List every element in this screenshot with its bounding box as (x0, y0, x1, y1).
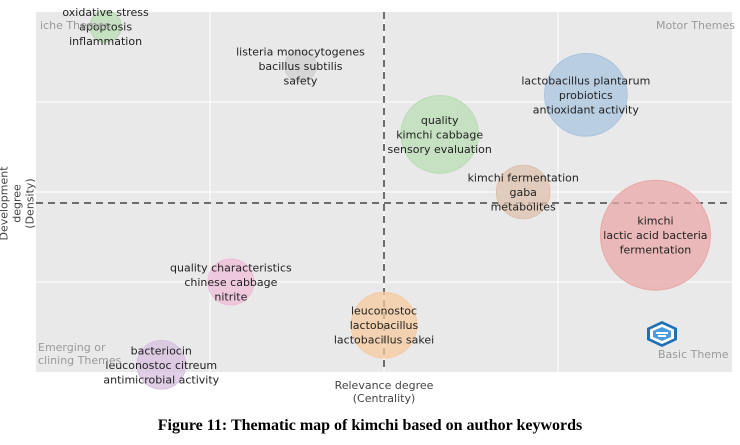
bubble-label: inflammation (69, 35, 142, 48)
bubble-label: listeria monocytogenes (236, 46, 365, 59)
bubble-label: antimicrobial activity (103, 373, 219, 386)
bubble-label: oxidative stress (62, 6, 149, 19)
bubble-cluster (136, 339, 187, 390)
bubble-label: quality (421, 114, 459, 127)
bubble-label: quality characteristics (170, 262, 292, 275)
x-axis-title-line-2: (Centrality) (352, 392, 416, 405)
bubble-label: kimchi fermentation (468, 172, 579, 185)
y-axis-title-line-1: Development degree (0, 166, 24, 241)
quadrant-label-emerging: Emerging or clining Themes (38, 341, 121, 367)
bubble-cluster (495, 164, 551, 220)
bubble-label: lactobacillus (350, 319, 419, 332)
bubble-cluster (544, 52, 628, 137)
bubbles-layer (89, 10, 711, 390)
bubble-label: lactobacillus sakei (334, 334, 434, 347)
x-axis-title: Relevance degree (Centrality) (294, 379, 474, 405)
bubble-label: sensory evaluation (388, 143, 492, 156)
bubble-label: safety (284, 75, 318, 88)
quadrant-label-niche: iche Themes (40, 19, 111, 32)
bubble-label: probiotics (559, 89, 613, 102)
quadrant-label-emerging-line-2: clining Themes (38, 354, 122, 367)
bubble-label: bacteriocin (131, 344, 192, 357)
bubble-cluster (350, 291, 418, 359)
bubble-label: kimchi (637, 215, 673, 228)
y-axis-title: Development degree (Density) (0, 149, 37, 259)
quadrant-label-basic: Basic Theme (658, 348, 729, 361)
bubble-label: lactobacillus plantarum (521, 74, 650, 87)
bubble-cluster (400, 95, 480, 174)
bubble-label: antioxidant activity (533, 103, 640, 116)
bubble-label: leuconostoc citreum (105, 359, 217, 372)
bubble-label: chinese cabbage (184, 276, 277, 289)
figure-caption: Figure 11: Thematic map of kimchi based … (157, 417, 583, 434)
bubble-label: leuconostoc (351, 305, 417, 318)
x-axis-title-line-1: Relevance degree (334, 379, 434, 392)
bubble-label: kimchi cabbage (396, 128, 483, 141)
bubble-label: apoptosis (79, 20, 132, 33)
bubble-label: fermentation (620, 244, 692, 257)
bubble-label: bacillus subtilis (258, 60, 342, 73)
bibliometrix-logo-icon (647, 321, 677, 347)
bubble-cluster (207, 258, 255, 306)
bubble-cluster (599, 179, 711, 291)
quadrant-label-emerging-line-1: Emerging or (38, 341, 106, 354)
quadrant-label-motor: Motor Themes (656, 19, 735, 32)
bubble-label: gaba (509, 186, 536, 199)
bubble-label: metabolites (491, 201, 556, 214)
bubble-label: nitrite (214, 291, 247, 304)
y-axis-title-line-2: (Density) (23, 178, 37, 229)
bubble-label: lactic acid bacteria (603, 229, 707, 242)
bubble-cluster (89, 10, 122, 43)
bubble-cluster (284, 49, 317, 83)
